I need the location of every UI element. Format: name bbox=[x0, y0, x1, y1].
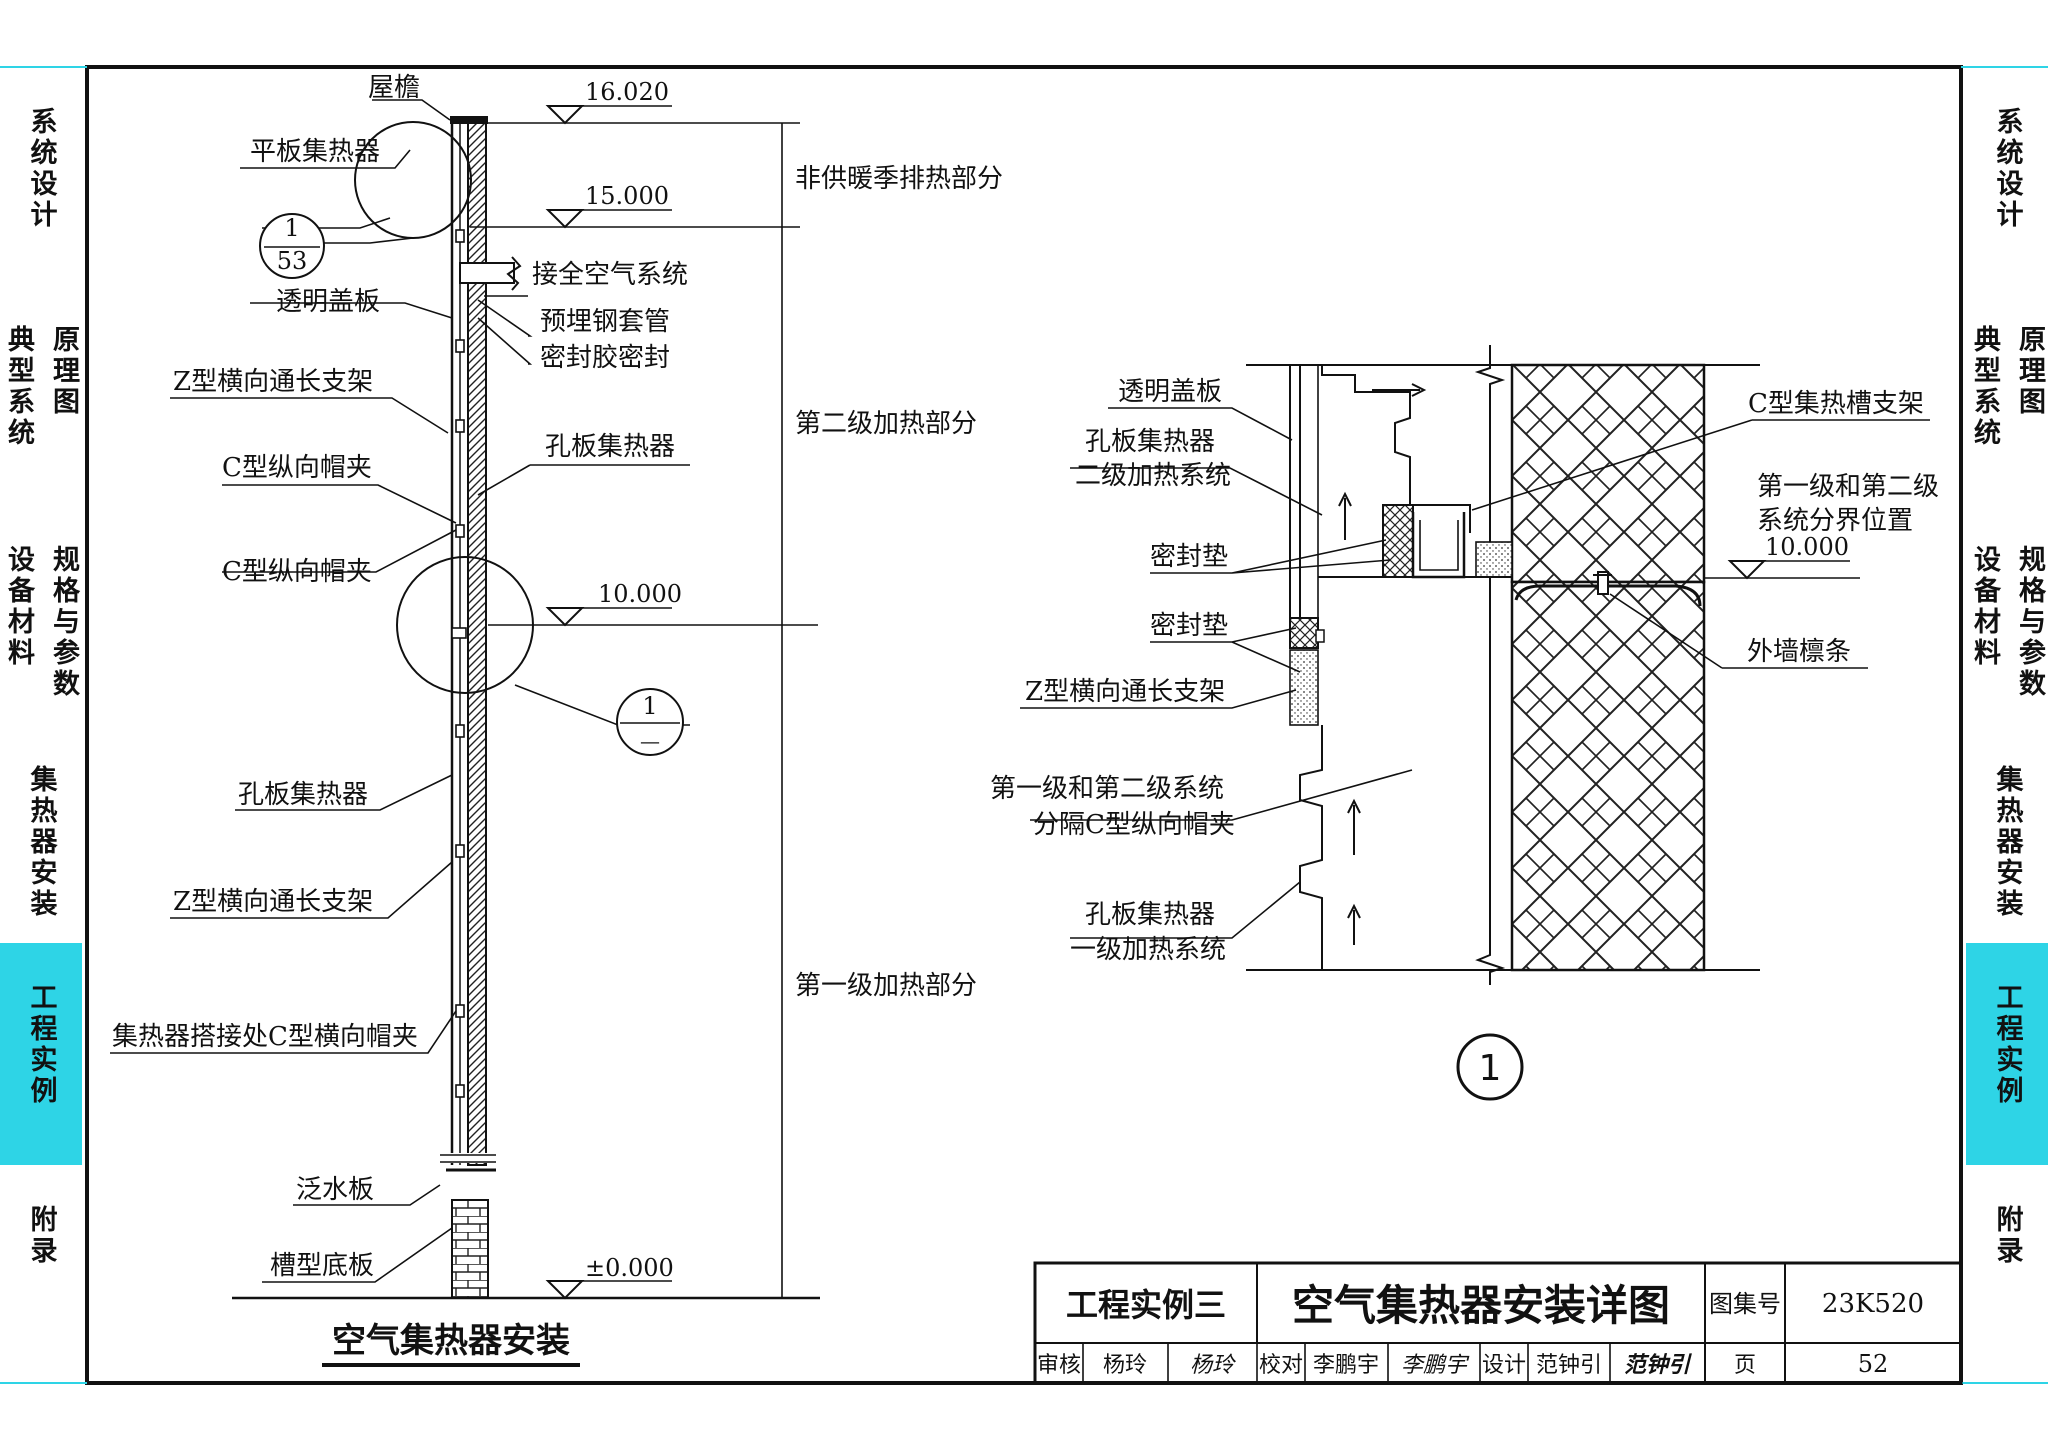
z-bracket-detail-label: Z型横向通长支架 bbox=[1025, 677, 1225, 707]
flashing-label: 泛水板 bbox=[296, 1175, 374, 1205]
reviewer-name: 杨玲 bbox=[1103, 1353, 1147, 1378]
elevation-1: 16.020 bbox=[585, 78, 669, 106]
side-tab-text: 工程实例 bbox=[1991, 983, 2023, 1107]
detail-ref-bottom: — bbox=[640, 729, 660, 753]
elevation-3: 10.000 bbox=[598, 580, 682, 608]
side-tab-text: 规格与参数 bbox=[2014, 545, 2045, 700]
steel-sleeve-label: 预埋钢套管 bbox=[540, 307, 670, 337]
atlas-label: 图集号 bbox=[1709, 1290, 1781, 1318]
side-tab-right-5[interactable]: 工程实例 bbox=[1966, 943, 2048, 1165]
zone-label-2: 第二级加热部分 bbox=[795, 409, 977, 439]
designer-signature: 范钟引 bbox=[1624, 1352, 1692, 1378]
side-tab-text: 附录 bbox=[25, 1205, 57, 1267]
designer-name: 范钟引 bbox=[1536, 1353, 1602, 1378]
side-tab-text: 系统设计 bbox=[1991, 107, 2023, 231]
z-bracket-label-1: Z型横向通长支架 bbox=[173, 367, 373, 397]
gasket-label-2: 密封垫 bbox=[1150, 611, 1228, 641]
elevation-title: 空气集热器安装 bbox=[332, 1321, 570, 1361]
drawing-title: 空气集热器安装详图 bbox=[1292, 1281, 1670, 1330]
transparent-cover-label: 透明盖板 bbox=[276, 287, 380, 317]
purlin-label: 外墙檩条 bbox=[1747, 637, 1851, 667]
boundary-label-a: 第一级和第二级 bbox=[1757, 472, 1939, 502]
lap-clip-label: 集热器搭接处C型横向帽夹 bbox=[112, 1022, 418, 1052]
side-tab-left-5[interactable]: 工程实例 bbox=[0, 943, 82, 1165]
fresh-air-label: 接全空气系统 bbox=[532, 260, 688, 290]
c-support-label: C型集热槽支架 bbox=[1748, 389, 1924, 419]
page-number: 52 bbox=[1858, 1350, 1889, 1378]
side-tab-text: 集热器安装 bbox=[1991, 765, 2023, 920]
divider-label-a: 第一级和第二级系统 bbox=[990, 774, 1224, 804]
elevation-labels: 屋檐 平板集热器 1 53 透明盖板 Z型横向通长支架 C型纵向帽夹 C型纵向帽… bbox=[112, 73, 1003, 1361]
side-tab-right-6[interactable]: 附录 bbox=[1966, 1165, 2048, 1383]
sealant-label: 密封胶密封 bbox=[540, 343, 670, 373]
divider-label-b: 分隔C型纵向帽夹 bbox=[1033, 810, 1235, 840]
perforated-collector-label-2: 孔板集热器 bbox=[238, 780, 368, 810]
check-label: 校对 bbox=[1259, 1353, 1303, 1378]
cover-label: 透明盖板 bbox=[1118, 377, 1222, 407]
ref-top: 1 bbox=[284, 214, 299, 242]
z-bracket-label-2: Z型横向通长支架 bbox=[173, 887, 373, 917]
detail-elevation: 10.000 bbox=[1765, 533, 1849, 561]
side-tab-right-3[interactable]: 设备材料规格与参数 bbox=[1966, 505, 2048, 725]
side-tab-left-3[interactable]: 设备材料规格与参数 bbox=[0, 505, 82, 725]
side-tab-left-1[interactable]: 系统设计 bbox=[0, 67, 82, 285]
checker-signature: 李鹏宇 bbox=[1401, 1353, 1470, 1378]
checker-name: 李鹏宇 bbox=[1313, 1353, 1379, 1378]
detail-marker: 1 bbox=[1479, 1048, 1502, 1089]
detail-ref-top: 1 bbox=[642, 692, 657, 720]
channel-base-label: 槽型底板 bbox=[270, 1251, 374, 1281]
detail-1 bbox=[1020, 345, 1930, 1101]
side-tab-right-1[interactable]: 系统设计 bbox=[1966, 67, 2048, 285]
reviewer-signature: 杨玲 bbox=[1190, 1353, 1237, 1378]
c-clip-label-1: C型纵向帽夹 bbox=[222, 453, 372, 483]
side-tab-text: 设备材料 bbox=[3, 545, 34, 669]
side-tab-left-4[interactable]: 集热器安装 bbox=[0, 725, 82, 943]
side-tab-text: 原理图 bbox=[48, 325, 79, 418]
atlas-number: 23K520 bbox=[1822, 1289, 1924, 1319]
project-name: 工程实例三 bbox=[1066, 1286, 1226, 1324]
side-tab-text: 系统设计 bbox=[25, 107, 57, 231]
review-label: 审核 bbox=[1037, 1353, 1081, 1378]
side-tab-right-4[interactable]: 集热器安装 bbox=[1966, 725, 2048, 943]
side-tab-text: 设备材料 bbox=[1969, 545, 2000, 669]
side-tab-text: 典型系统 bbox=[1969, 325, 2000, 449]
title-block bbox=[1033, 1261, 1963, 1385]
ref-bottom: 53 bbox=[277, 247, 308, 275]
stage2-label-b: 二级加热系统 bbox=[1075, 461, 1231, 491]
stage1-label-b: 一级加热系统 bbox=[1070, 935, 1226, 965]
c-clip-label-2: C型纵向帽夹 bbox=[222, 557, 372, 587]
flat-collector-label: 平板集热器 bbox=[250, 137, 380, 167]
side-tab-right-2[interactable]: 典型系统原理图 bbox=[1966, 285, 2048, 505]
collector-elevation bbox=[110, 99, 820, 1367]
elevation-4: ±0.000 bbox=[585, 1254, 674, 1282]
side-tab-text: 集热器安装 bbox=[25, 765, 57, 920]
stage2-label-a: 孔板集热器 bbox=[1085, 427, 1215, 457]
eave-label: 屋檐 bbox=[368, 73, 420, 103]
gasket-label-1: 密封垫 bbox=[1150, 542, 1228, 572]
sheet-border bbox=[85, 65, 1963, 1385]
design-label: 设计 bbox=[1482, 1353, 1526, 1378]
side-tab-text: 原理图 bbox=[2014, 325, 2045, 418]
detail-labels: 透明盖板 孔板集热器 二级加热系统 密封垫 密封垫 Z型横向通长支架 第一级和第… bbox=[990, 377, 1939, 1089]
side-tab-left-2[interactable]: 典型系统原理图 bbox=[0, 285, 82, 505]
side-tab-left-6[interactable]: 附录 bbox=[0, 1165, 82, 1383]
zone-label-1: 非供暖季排热部分 bbox=[795, 164, 1003, 194]
side-tab-text: 规格与参数 bbox=[48, 545, 79, 700]
title-block-text: 工程实例三 空气集热器安装详图 图集号 23K520 审核 杨玲 杨玲 校对 李… bbox=[1037, 1281, 1924, 1378]
side-tab-text: 典型系统 bbox=[3, 325, 34, 449]
elevation-2: 15.000 bbox=[585, 182, 669, 210]
boundary-label-b: 系统分界位置 bbox=[1757, 506, 1913, 536]
stage1-label-a: 孔板集热器 bbox=[1085, 900, 1215, 930]
perforated-collector-label-1: 孔板集热器 bbox=[545, 432, 675, 462]
zone-label-3: 第一级加热部分 bbox=[795, 971, 977, 1001]
side-tab-text: 附录 bbox=[1991, 1205, 2023, 1267]
side-tab-text: 工程实例 bbox=[25, 983, 57, 1107]
page-label: 页 bbox=[1734, 1353, 1756, 1378]
